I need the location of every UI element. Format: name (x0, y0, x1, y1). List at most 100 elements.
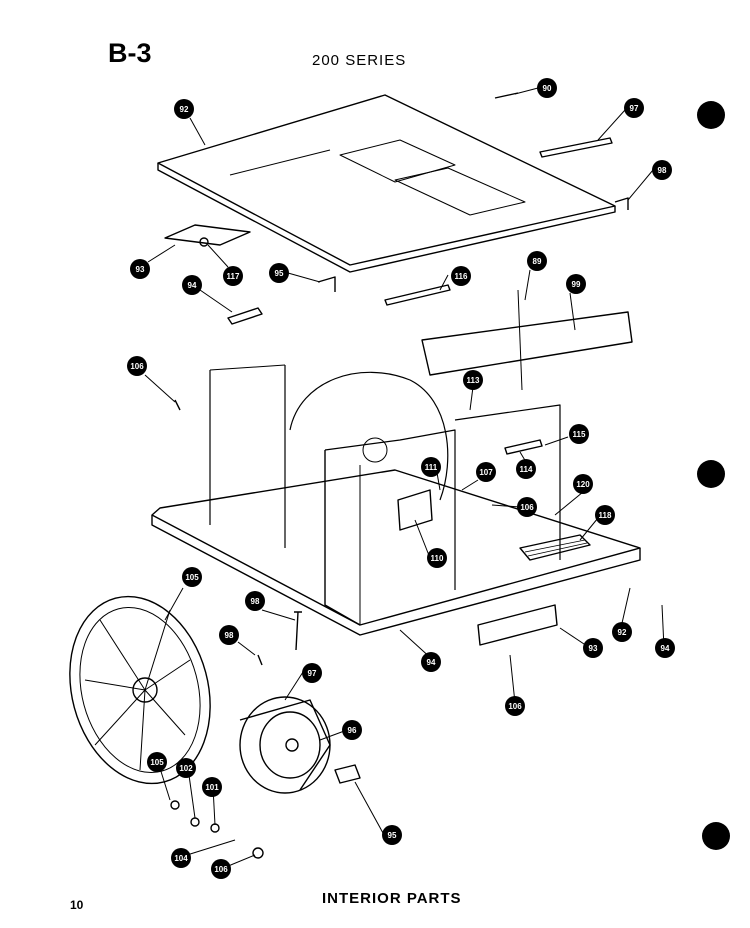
callout-marker: 93 (130, 259, 150, 279)
callout-label: 105 (185, 573, 199, 582)
callout-label: 115 (573, 430, 586, 439)
callout-marker: 104 (171, 848, 191, 868)
bushing-part (252, 847, 264, 859)
callout-marker: 118 (595, 505, 615, 525)
callout-label: 98 (225, 631, 234, 640)
callout-label: 104 (174, 854, 188, 863)
callout-label: 98 (251, 597, 260, 606)
callout-marker: 115 (569, 424, 589, 444)
callout-marker: 98 (245, 591, 265, 611)
callout-label: 106 (130, 362, 144, 371)
callout-marker: 107 (476, 462, 496, 482)
callout-marker: 106 (517, 497, 537, 517)
callout-marker: 98 (219, 625, 239, 645)
callout-label: 111 (425, 463, 438, 472)
callout-label: 98 (658, 166, 667, 175)
callout-marker: 111 (421, 457, 441, 477)
callout-label: 93 (136, 265, 145, 274)
screw-part (494, 92, 519, 99)
motor (239, 696, 331, 794)
callout-marker: 95 (382, 825, 402, 845)
callout-label: 92 (180, 105, 189, 114)
screw-part-4 (174, 399, 181, 411)
washer-part-2 (210, 823, 220, 833)
callout-marker: 101 (202, 777, 222, 797)
callout-label: 94 (188, 281, 197, 290)
binder-hole-bottom (702, 822, 730, 850)
page-number: 10 (70, 898, 84, 912)
screw-part-3 (257, 654, 263, 666)
callout-label: 96 (348, 726, 357, 735)
series-label: 200 SERIES (312, 52, 407, 69)
callout-label: 94 (661, 644, 670, 653)
rail-part-2 (384, 284, 451, 306)
callout-marker: 99 (566, 274, 586, 294)
section-code: B-3 (108, 38, 152, 68)
callout-label: 116 (455, 272, 468, 281)
callout-marker: 114 (516, 459, 536, 479)
callouts: 92 90 97 98 93 117 95 94 116 89 99 106 1… (127, 78, 675, 879)
clip-part-2 (317, 276, 336, 292)
callout-marker: 94 (421, 652, 441, 672)
callout-label: 97 (630, 104, 639, 113)
callout-marker: 105 (182, 567, 202, 587)
element-part (504, 439, 543, 455)
callout-label: 94 (427, 658, 436, 667)
callout-marker: 102 (176, 758, 196, 778)
callout-label: 105 (150, 758, 164, 767)
callout-label: 107 (479, 468, 493, 477)
callout-label: 106 (508, 702, 522, 711)
mount-plate (334, 764, 361, 784)
nut-part (170, 800, 180, 810)
callout-marker: 120 (573, 474, 593, 494)
callout-label: 113 (467, 376, 480, 385)
callout-marker: 97 (302, 663, 322, 683)
callout-label: 97 (308, 669, 317, 678)
top-cover-panel (157, 94, 616, 273)
callout-marker: 97 (624, 98, 644, 118)
callout-marker: 106 (211, 859, 231, 879)
heater-grille (519, 534, 591, 561)
binder-holes (697, 101, 730, 850)
rail-part (539, 137, 613, 158)
blower-scroll (289, 371, 449, 501)
callout-label: 92 (618, 628, 627, 637)
screw-part-2 (294, 611, 302, 651)
callout-label: 117 (227, 272, 240, 281)
page-footer-title: INTERIOR PARTS (322, 890, 462, 907)
divider-panel (421, 289, 633, 391)
callout-label: 101 (205, 783, 219, 792)
callout-marker: 96 (342, 720, 362, 740)
washer-part (190, 817, 200, 827)
callout-label: 95 (275, 269, 284, 278)
fan-blade (69, 595, 211, 785)
callout-marker: 93 (583, 638, 603, 658)
callout-marker: 90 (537, 78, 557, 98)
callout-label: 95 (388, 831, 397, 840)
callout-marker: 106 (127, 356, 147, 376)
strip-part (227, 307, 263, 325)
callout-label: 114 (520, 465, 533, 474)
chassis (151, 364, 641, 636)
callout-marker: 117 (223, 266, 243, 286)
callout-marker: 89 (527, 251, 547, 271)
binder-hole-top (697, 101, 725, 129)
clip-part (614, 197, 629, 210)
callout-marker: 116 (451, 266, 471, 286)
binder-hole-middle (697, 460, 725, 488)
callout-marker: 95 (269, 263, 289, 283)
callout-label: 99 (572, 280, 581, 289)
callout-marker: 94 (655, 638, 675, 658)
callout-marker: 92 (612, 622, 632, 642)
callout-marker: 106 (505, 696, 525, 716)
callout-marker: 113 (463, 370, 483, 390)
callout-marker: 98 (652, 160, 672, 180)
callout-marker: 110 (427, 548, 447, 568)
callout-label: 93 (589, 644, 598, 653)
callout-marker: 92 (174, 99, 194, 119)
callout-label: 106 (520, 503, 534, 512)
callout-marker: 94 (182, 275, 202, 295)
heater-bracket (397, 489, 433, 531)
callout-label: 118 (599, 511, 612, 520)
